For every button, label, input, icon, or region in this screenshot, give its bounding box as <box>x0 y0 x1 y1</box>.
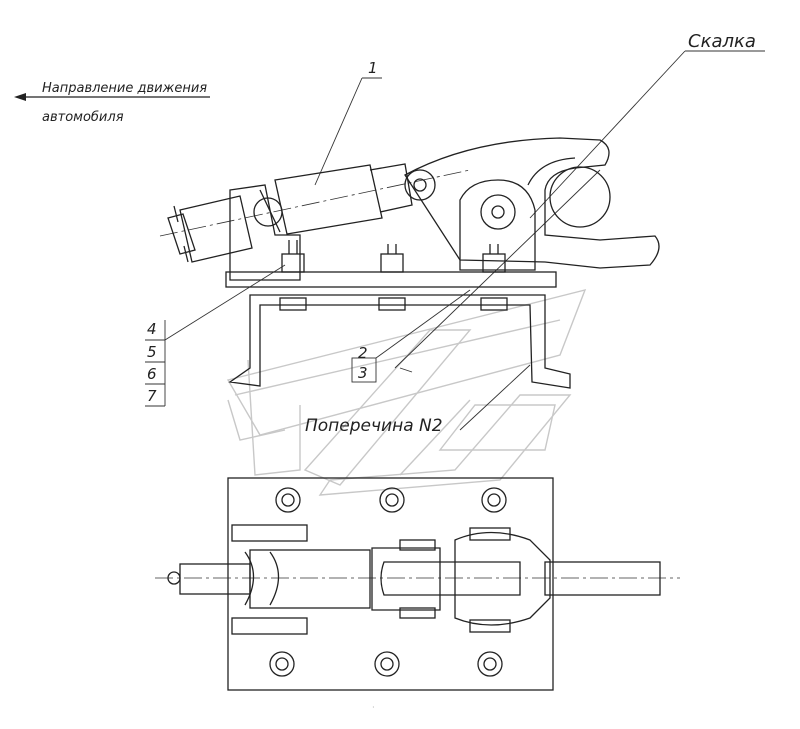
part-7-label: 7 <box>147 387 157 405</box>
part-2-label: 2 <box>358 344 368 362</box>
part-5-label: 5 <box>147 343 157 361</box>
direction-indicator: Направление движения автомобиля <box>14 81 210 125</box>
arrow-head-icon <box>14 93 26 101</box>
part-3-label: 3 <box>358 364 368 382</box>
skalka-label: Скалка <box>688 31 756 52</box>
crossbar-label: Поперечина N2 <box>305 416 443 436</box>
part-4-label: 4 <box>147 320 157 338</box>
direction-text-line1: Направление движения <box>42 81 207 96</box>
part-list-callout: 4 5 6 7 <box>145 264 286 407</box>
part-6-label: 6 <box>147 365 157 383</box>
crossbar-callout: Поперечина N2 <box>305 364 531 436</box>
bolt-nut <box>480 244 508 311</box>
bolt-top-2 <box>379 487 405 513</box>
bolt-nut <box>279 240 307 311</box>
skalka-callout: Скалка <box>394 31 765 369</box>
bolt-bottom-3 <box>477 651 503 677</box>
bolt-bottom-1 <box>269 651 295 677</box>
direction-text-line2: автомобиля <box>42 110 124 125</box>
bolt-bottom-2 <box>374 651 400 677</box>
bolt-nut <box>378 244 406 311</box>
side-view-assembly <box>159 137 660 389</box>
part-1-callout: 1 <box>314 59 382 186</box>
bolt-top-1 <box>275 487 301 513</box>
center-mark: · <box>372 703 375 712</box>
watermark-logo <box>226 288 587 496</box>
part-1-label: 1 <box>368 59 378 77</box>
base-plate <box>227 477 554 691</box>
part-2-3-callout: 2 3 <box>351 289 471 383</box>
plan-view-assembly <box>155 477 680 691</box>
bolt-top-3 <box>481 487 507 513</box>
